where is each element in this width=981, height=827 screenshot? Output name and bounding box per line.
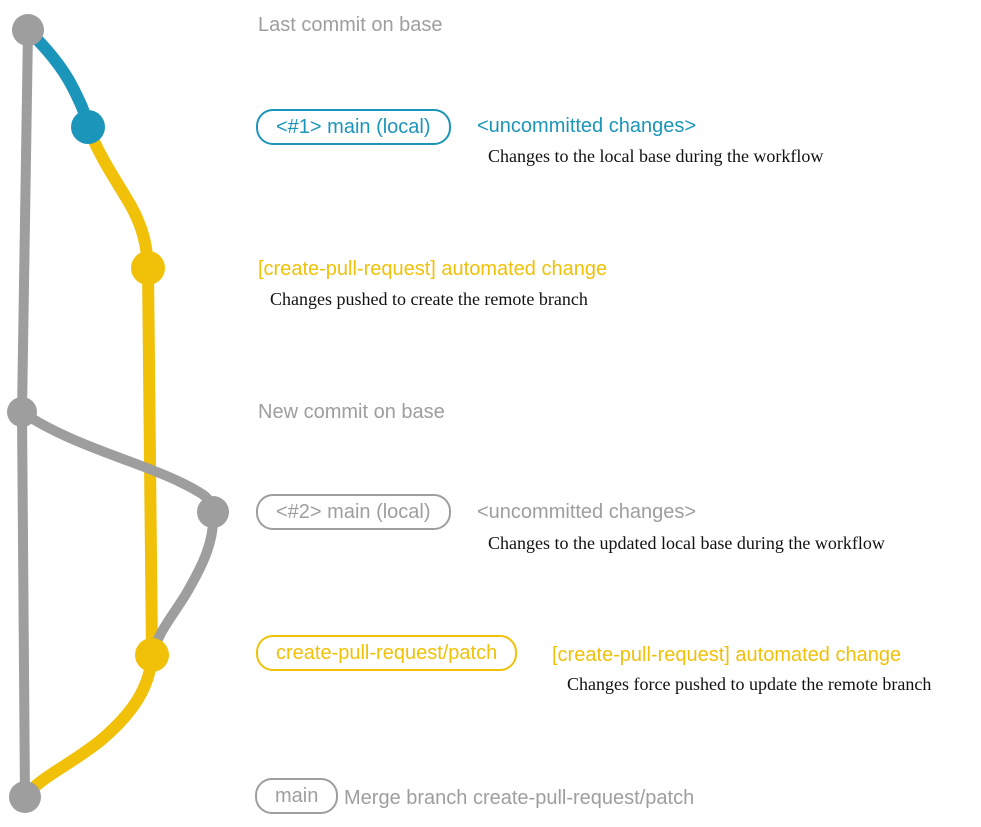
push2-message: [create-pull-request] automated change [552, 644, 902, 666]
local2-branch-curve-return [148, 507, 219, 660]
branch-badge-main: main [255, 778, 339, 814]
commit1-message: <uncommitted changes> [477, 115, 697, 137]
push1-description: Changes pushed to create the remote bran… [270, 289, 588, 309]
push2-description: Changes force pushed to update the remot… [567, 674, 932, 694]
commit-dot-local-2 [197, 496, 229, 528]
commit-dot-merge [9, 781, 41, 813]
merge-message: Merge branch create-pull-request/patch [344, 787, 695, 809]
push1-message: [create-pull-request] automated change [258, 258, 608, 280]
commit-dot-last-base [12, 14, 44, 46]
local-branch-line [22, 24, 94, 133]
commit-dot-new-base [7, 397, 37, 427]
commit-dot-local-1 [71, 110, 105, 144]
local2-branch-curve-out [17, 407, 218, 517]
commit-dot-push-1 [131, 251, 165, 285]
last-commit-label: Last commit on base [258, 14, 443, 36]
commit2-message: <uncommitted changes> [477, 501, 697, 523]
branch-badge-main-local-1: <#1> main (local) [256, 109, 451, 145]
new-commit-label: New commit on base [258, 401, 445, 423]
remote-branch-line [142, 262, 158, 661]
commit1-description: Changes to the local base during the wor… [488, 146, 824, 166]
commit2-description: Changes to the updated local base during… [488, 533, 885, 553]
branch-badge-patch: create-pull-request/patch [256, 635, 518, 671]
commit-dot-push-2 [135, 638, 169, 672]
remote-branch-curve-top [82, 121, 154, 274]
branch-badge-main-local-2: <#2> main (local) [256, 494, 451, 530]
remote-merge-curve [21, 649, 158, 800]
